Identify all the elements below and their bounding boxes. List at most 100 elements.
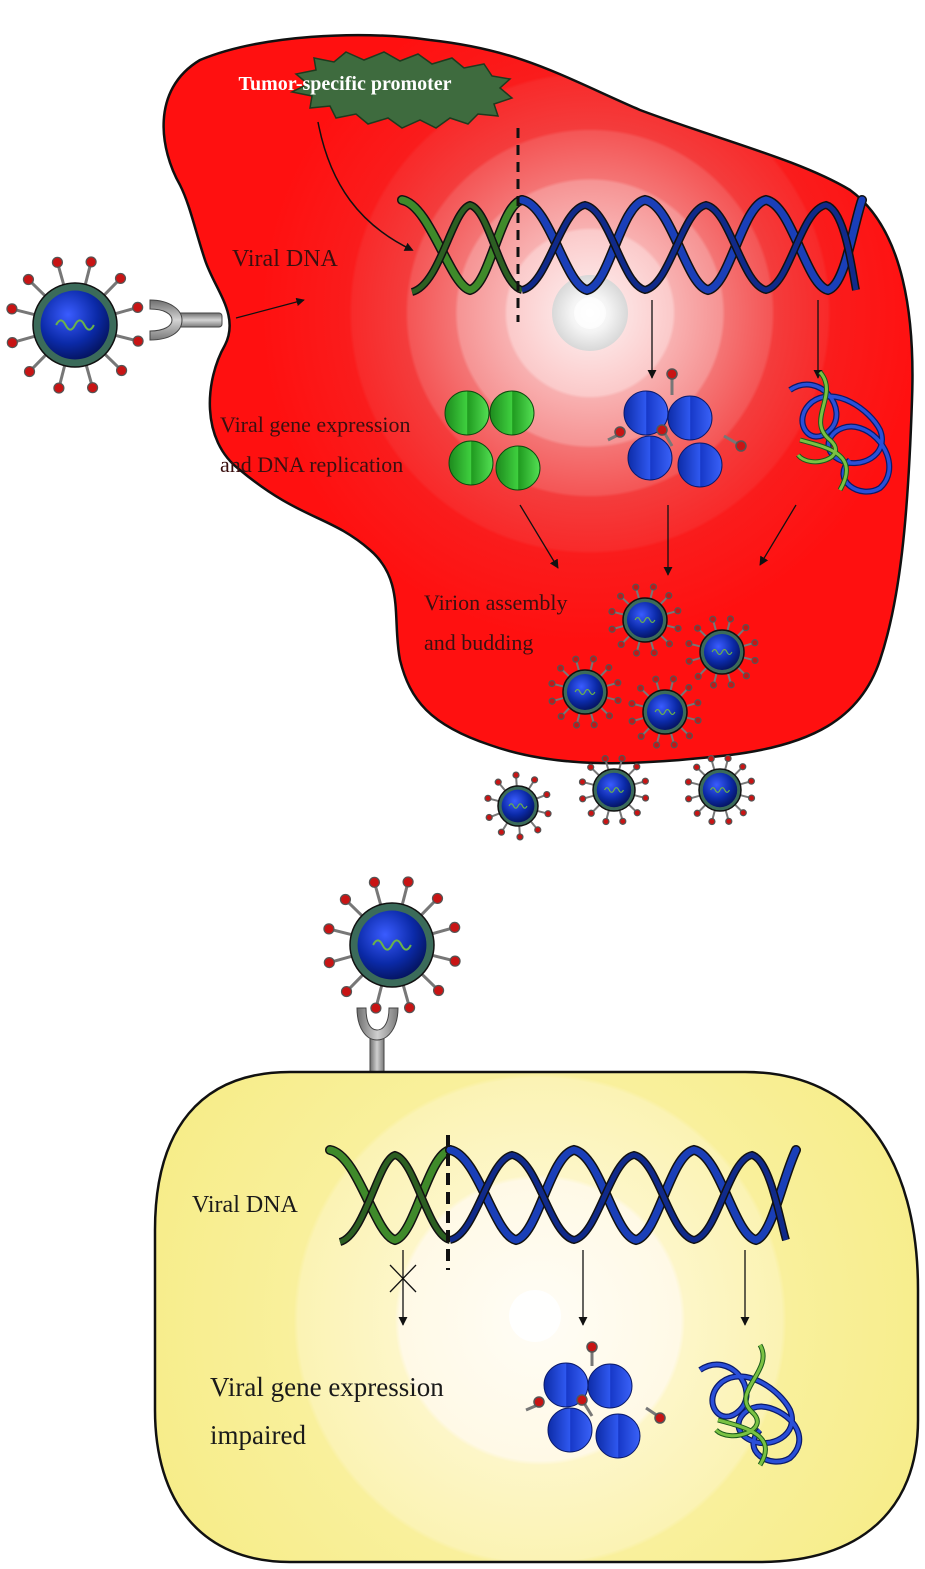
tumor-viral-dna-label: Viral DNA xyxy=(232,246,339,272)
virion-fiber-knob xyxy=(633,763,641,771)
virion-fiber-knob xyxy=(368,876,381,888)
free-virion-attaching-tumor xyxy=(6,256,144,394)
early-protein xyxy=(448,440,494,486)
virion-fiber-knob xyxy=(670,741,678,749)
virion-genome xyxy=(710,787,730,793)
fiber-protein xyxy=(645,1406,666,1424)
virion-fiber-knob xyxy=(628,717,636,725)
virion-fiber-knob xyxy=(402,876,414,888)
late-protein-cluster xyxy=(607,368,747,488)
virion-fiber-knob xyxy=(432,984,445,997)
virion-fiber-knob xyxy=(685,684,693,692)
virion-fiber-knob xyxy=(557,664,565,672)
virion-fiber-knob xyxy=(685,795,693,803)
virion-fiber-knob xyxy=(628,699,636,708)
virion-fiber-knob xyxy=(633,809,641,817)
virion-fiber-knob xyxy=(323,956,335,969)
assembly-label-line1: Virion assembly xyxy=(424,590,568,615)
virion-fiber-knob xyxy=(751,656,759,665)
early-protein xyxy=(495,445,541,491)
virion-genome xyxy=(508,803,528,809)
virion-fiber-knob xyxy=(632,649,641,657)
normal-tangled-protein xyxy=(698,1343,803,1467)
early-protein xyxy=(489,390,535,436)
virion-fiber-knob xyxy=(694,672,702,680)
virion-fiber-knob xyxy=(641,794,650,802)
virion-fiber-knob xyxy=(665,592,673,600)
tumor-viral-dna-helix xyxy=(397,128,867,322)
virion-fiber-knob xyxy=(739,809,747,817)
virion-fiber-knob xyxy=(617,640,625,648)
early-protein xyxy=(444,390,490,436)
virion-fiber-knob xyxy=(608,625,616,633)
virion-fiber-knob xyxy=(751,639,759,647)
entry-arrow xyxy=(235,297,305,319)
late-protein xyxy=(595,1413,641,1459)
virion-fiber-knob xyxy=(590,721,598,729)
normal-viral-dna-helix xyxy=(325,1135,801,1270)
fiber-protein xyxy=(656,424,674,447)
virion-fiber-knob xyxy=(674,607,682,615)
virion-fiber-knob xyxy=(602,817,610,826)
virion-fiber-knob xyxy=(512,771,520,779)
virion-fiber-knob xyxy=(725,817,733,825)
tumor-cell: Tumor-specific promoter Viral DNA xyxy=(162,33,914,765)
expression-label-line2: and DNA replication xyxy=(220,452,403,477)
virion-fiber-knob xyxy=(641,777,649,785)
virion-fiber-knob xyxy=(339,893,352,906)
virion-fiber-knob xyxy=(693,763,701,771)
virion-fiber-knob xyxy=(650,649,658,657)
late-protein xyxy=(587,1363,633,1409)
virion-fiber-knob xyxy=(572,655,580,663)
fiber-protein xyxy=(723,434,747,452)
impaired-label-line2: impaired xyxy=(210,1420,306,1450)
promoter-arrow xyxy=(317,121,414,251)
tumor-nucleus-center xyxy=(574,297,606,329)
virion-fiber-knob xyxy=(534,826,542,834)
virion-fiber-knob xyxy=(85,256,97,268)
fiber-protein xyxy=(586,1341,598,1366)
tumor-cell-body xyxy=(162,33,914,765)
virion-fiber-knob xyxy=(530,776,539,784)
virion-fiber-knob xyxy=(708,817,716,826)
virion-fiber-knob xyxy=(726,615,735,623)
late-protein xyxy=(547,1407,593,1453)
virion-fiber-knob xyxy=(614,696,622,705)
fiber-protein xyxy=(607,426,626,442)
tumor-receptor xyxy=(149,299,223,341)
virion-fiber-knob xyxy=(694,624,702,632)
normal-cell: Viral DNA Viral gene expression impaired xyxy=(153,1070,920,1564)
expression-label-line1: Viral gene expression xyxy=(220,412,411,437)
virion-genome xyxy=(55,319,95,331)
virion-fiber-knob xyxy=(557,712,565,720)
virion-fiber-knob xyxy=(614,679,622,687)
virion-fiber-knob xyxy=(86,382,99,394)
fiber-protein xyxy=(525,1396,545,1412)
virion-fiber-knob xyxy=(637,684,645,692)
assembled-virion xyxy=(685,615,759,689)
virion-fiber-knob xyxy=(652,741,661,749)
released-virion xyxy=(578,754,650,826)
virion-fiber-knob xyxy=(674,624,682,633)
virion-fiber-knob xyxy=(742,672,750,680)
assembled-virion xyxy=(608,583,682,657)
promoter-badge: Tumor-specific promoter xyxy=(238,51,514,129)
virion-fiber-knob xyxy=(494,778,502,786)
virion-fiber-knob xyxy=(449,955,461,967)
virion-fiber-knob xyxy=(485,813,493,822)
blocked-expression-arrow xyxy=(389,1250,417,1326)
virion-genome xyxy=(574,688,596,696)
virion-fiber-knob xyxy=(739,763,747,771)
virion-fiber-knob xyxy=(572,721,581,729)
virion-fiber-knob xyxy=(605,712,613,720)
virion-fiber-knob xyxy=(548,697,556,705)
virion-fiber-knob xyxy=(587,809,595,817)
virion-genome xyxy=(372,939,412,951)
virion-fiber-knob xyxy=(6,303,18,315)
virion-fiber-knob xyxy=(649,583,658,591)
virion-fiber-knob xyxy=(601,755,609,763)
normal-receptor xyxy=(356,1007,399,1082)
virion-fiber-knob xyxy=(694,716,702,725)
virion-fiber-knob xyxy=(709,615,717,623)
virion-fiber-knob xyxy=(484,794,492,802)
